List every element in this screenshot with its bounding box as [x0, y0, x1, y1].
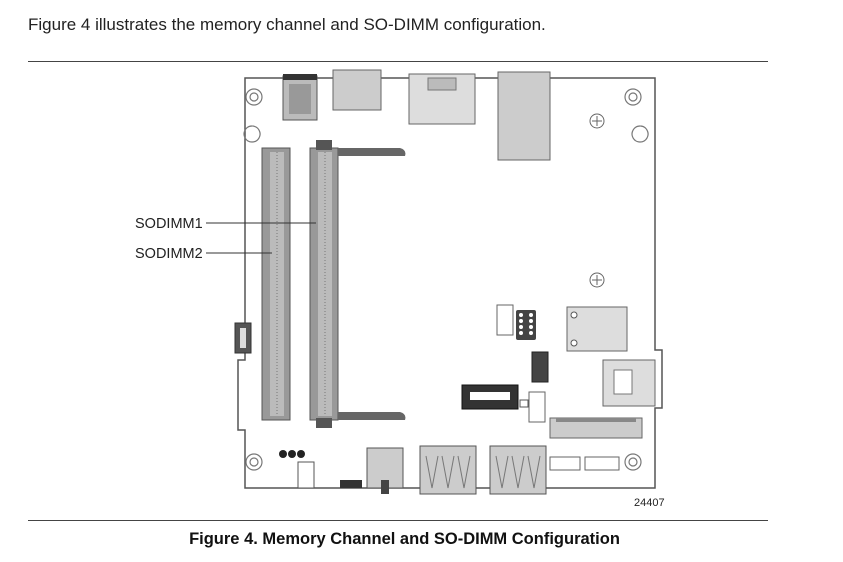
bottom-header-2 — [584, 456, 620, 471]
small-header-1 — [496, 304, 514, 336]
small-header-2 — [531, 351, 549, 383]
bottom-divider — [28, 520, 768, 521]
sodimm1-slot — [309, 140, 406, 428]
usb-port-1 — [419, 445, 477, 495]
sodimm2-label: SODIMM2 — [135, 246, 203, 262]
board-outline — [237, 77, 663, 489]
figure-caption: Figure 4. Memory Channel and SO-DIMM Con… — [189, 530, 620, 548]
top-port-1 — [332, 69, 382, 111]
usb-port-2 — [489, 445, 547, 495]
mounting-holes — [243, 88, 649, 471]
top-port-3 — [497, 71, 551, 161]
sodimm2-slot — [261, 147, 291, 421]
small-header-3 — [528, 391, 546, 423]
bottom-jack-1 — [297, 461, 315, 489]
bottom-header-1 — [549, 456, 581, 471]
screw-marks — [589, 113, 605, 288]
bottom-jack-2 — [340, 480, 362, 488]
figure-number-label: 24407 — [634, 497, 665, 509]
pin-header — [516, 310, 536, 340]
top-divider — [28, 61, 768, 62]
bottom-leds — [279, 450, 305, 458]
intro-text: Figure 4 illustrates the memory channel … — [28, 15, 546, 34]
sodimm1-label: SODIMM1 — [135, 216, 203, 232]
